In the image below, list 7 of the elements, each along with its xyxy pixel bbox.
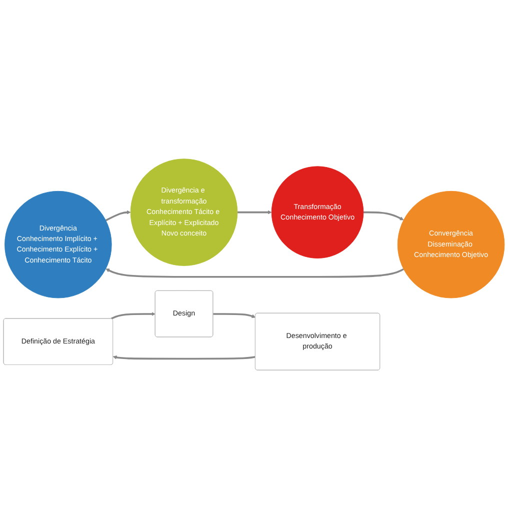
arrow (213, 313, 256, 318)
arrow (110, 312, 156, 320)
arrow (112, 356, 256, 360)
arrow (106, 268, 404, 278)
arrow (363, 211, 404, 220)
arrow (105, 210, 131, 222)
arrow (237, 210, 272, 214)
